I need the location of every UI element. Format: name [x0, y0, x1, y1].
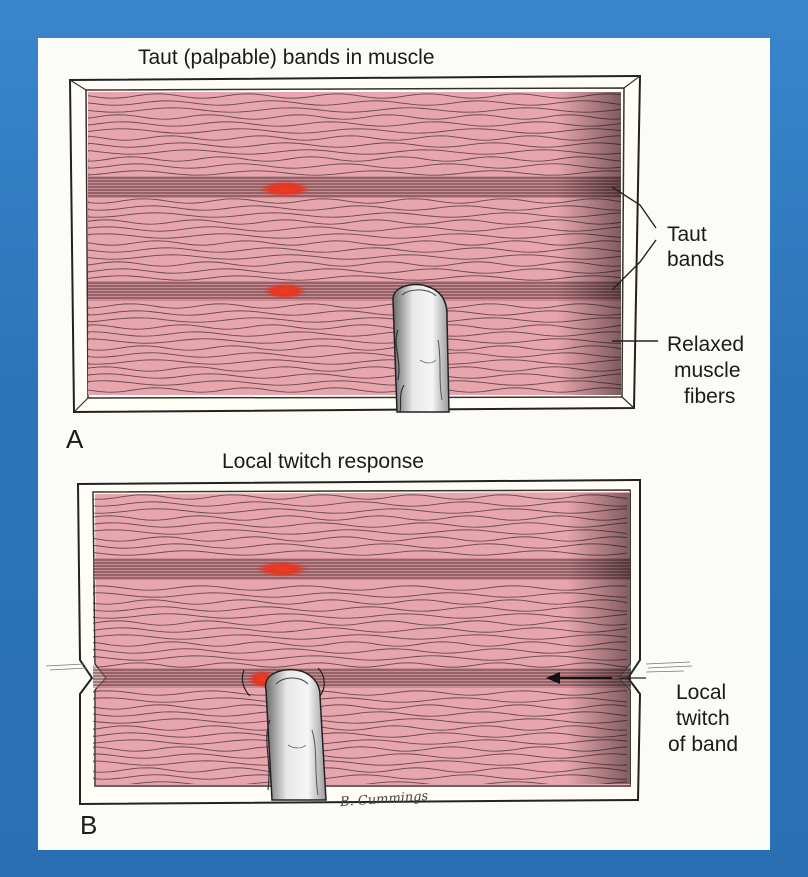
panel-a-title: Taut (palpable) bands in muscle	[138, 46, 435, 70]
panel-a-finger	[393, 285, 449, 412]
panel-a-trigger-point-upper	[259, 181, 311, 197]
panel-b-letter: B	[80, 810, 97, 841]
panel-b-label-twitch-2: twitch	[676, 706, 730, 731]
panel-b-trigger-point	[256, 561, 308, 577]
panel-a-label-relaxed-1: Relaxed	[667, 332, 744, 357]
panel-a-letter: A	[66, 424, 83, 455]
panel-b-label-twitch-3: of band	[668, 732, 738, 757]
panel-a-shading	[88, 92, 621, 395]
panel-a-label-taut-1: Taut	[667, 222, 707, 247]
panel-a-label-relaxed-3: fibers	[684, 384, 735, 409]
panel-b-title: Local twitch response	[222, 450, 424, 474]
panel-a-trigger-point-lower	[263, 283, 307, 299]
panel-a-label-taut-2: bands	[667, 247, 724, 272]
panel-b-label-twitch-1: Local	[676, 680, 726, 705]
panel-b-shading	[93, 493, 631, 784]
panel-a-label-relaxed-2: muscle	[674, 358, 741, 383]
